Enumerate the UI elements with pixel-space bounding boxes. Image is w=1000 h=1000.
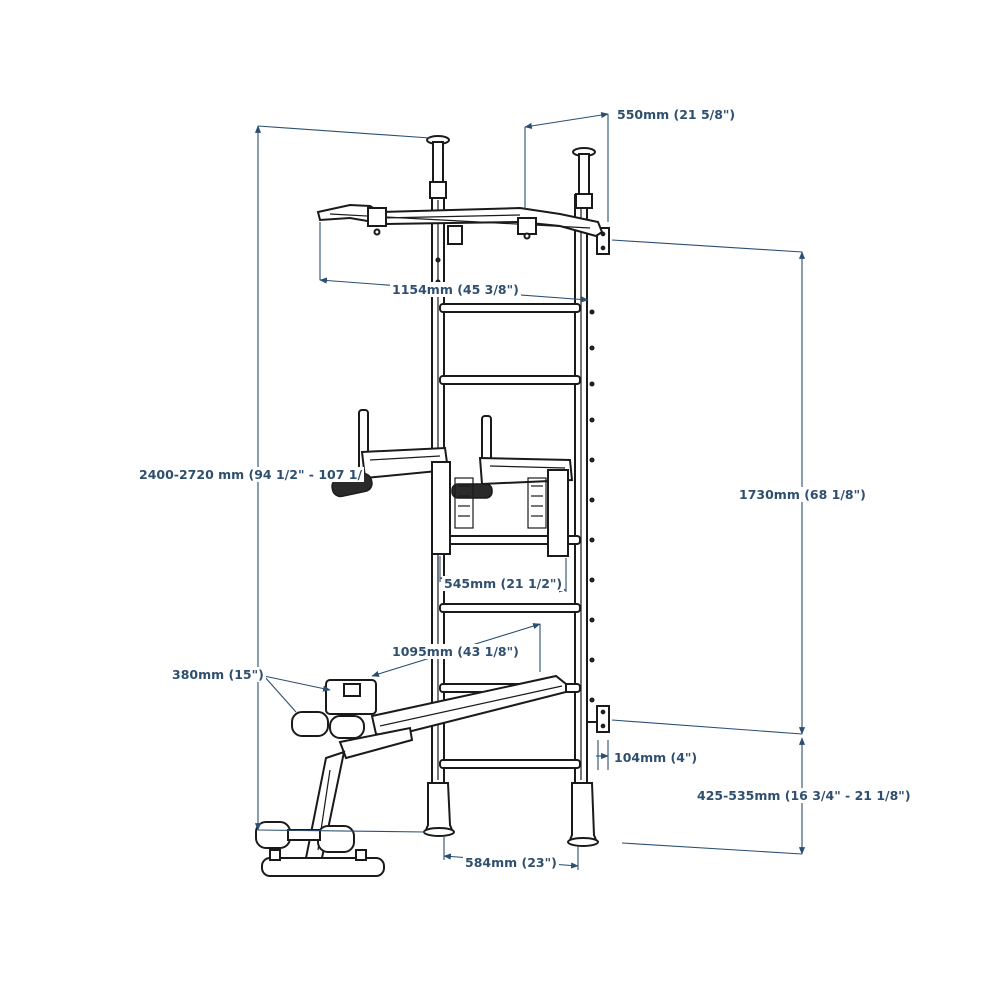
bracket-spacing-label: 1730mm (68 1/8"): [737, 487, 868, 502]
dip-width-label: 545mm (21 1/2"): [442, 576, 565, 591]
top-width-label: 550mm (21 5/8"): [615, 107, 738, 122]
wall-offset-label: 104mm (4"): [612, 750, 700, 765]
dip-station: [331, 409, 574, 557]
right-foot: [568, 782, 598, 841]
bench-length-label: 1095mm (43 1/8"): [390, 644, 521, 659]
total-height-label: 2400-2720 mm (94 1/2" - 107 1/: [137, 467, 365, 482]
left-foot: [424, 782, 454, 831]
pullup-width-label: 1154mm (45 3/8"): [390, 282, 521, 297]
bottom-bracket-label: 425-535mm (16 3/4" - 21 1/8"): [695, 788, 913, 803]
pullup-bar: [316, 203, 604, 245]
bench-width-dimline: [263, 675, 331, 692]
bench-width-label: 380mm (15"): [170, 667, 266, 682]
bench: [255, 674, 567, 877]
base-width-label: 584mm (23"): [463, 855, 559, 870]
ceiling-supports: [426, 135, 596, 209]
wall-brackets: [586, 227, 610, 733]
top-width-dimline: [524, 112, 609, 129]
